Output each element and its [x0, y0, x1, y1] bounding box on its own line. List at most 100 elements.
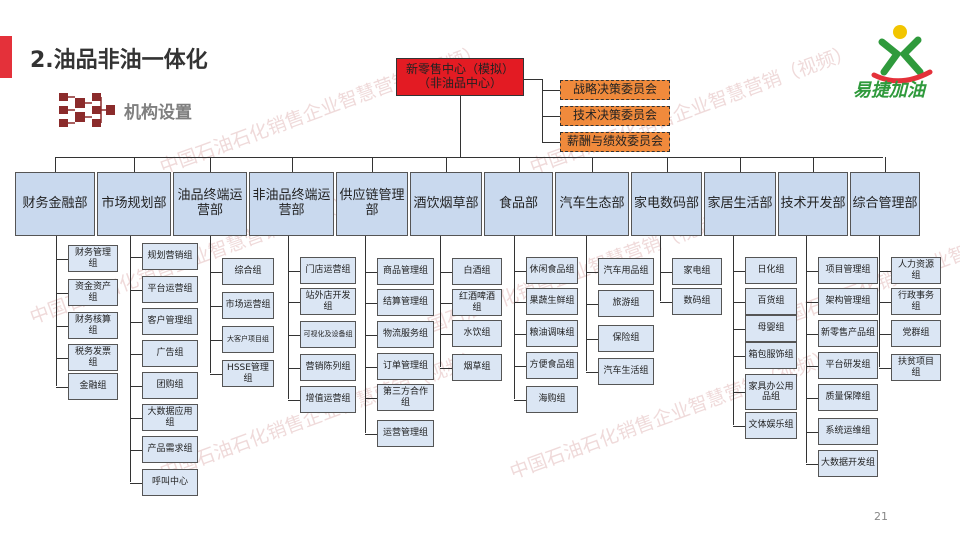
group-connector-line — [733, 271, 745, 272]
group-box: 箱包服饰组 — [745, 342, 797, 369]
title-accent-bar — [0, 36, 12, 78]
group-box: 广告组 — [142, 340, 198, 367]
department-drop-line — [446, 157, 447, 172]
group-trunk-line — [365, 236, 366, 433]
group-connector-line — [879, 368, 891, 369]
department-box: 综合管理部 — [850, 172, 920, 236]
group-box: 新零售产品组 — [818, 320, 878, 347]
group-connector-line — [514, 366, 526, 367]
group-connector-line — [806, 398, 818, 399]
slide-title: 2.油品非油一体化 — [30, 48, 208, 73]
org-structure-icon — [59, 93, 115, 127]
department-drop-line — [592, 157, 593, 172]
group-box: 平台运营组 — [142, 276, 198, 303]
group-connector-line — [365, 367, 377, 368]
group-connector-line — [56, 259, 68, 260]
group-connector-line — [365, 335, 377, 336]
group-box: 综合组 — [222, 258, 274, 285]
group-box: 财务管理组 — [68, 245, 118, 272]
group-connector-line — [365, 303, 377, 304]
group-connector-line — [210, 272, 222, 273]
group-box: 人力资源组 — [891, 257, 941, 284]
group-box: 休闲食品组 — [526, 257, 578, 284]
logo-text: 易捷加油 — [853, 80, 925, 101]
department-drop-line — [292, 157, 293, 172]
group-box: 平台研发组 — [818, 352, 878, 379]
group-box: 增值运营组 — [300, 386, 356, 413]
group-box: 客户管理组 — [142, 308, 198, 335]
group-connector-line — [440, 272, 452, 273]
group-connector-line — [514, 334, 526, 335]
group-connector-line — [440, 334, 452, 335]
group-box: 架构管理组 — [818, 288, 878, 315]
group-connector-line — [660, 272, 672, 273]
group-box: 家电组 — [672, 258, 722, 285]
group-connector-line — [806, 271, 818, 272]
department-box: 家电数码部 — [631, 172, 702, 236]
group-box: 税务发票组 — [68, 344, 118, 371]
group-connector-line — [514, 400, 526, 401]
group-box: 日化组 — [745, 257, 797, 284]
group-connector-line — [586, 372, 598, 373]
committee-trunk-line — [542, 79, 543, 143]
group-connector-line — [879, 334, 891, 335]
committee-box: 薪酬与绩效委员会 — [560, 132, 670, 152]
group-trunk-line — [733, 236, 734, 425]
group-box: 家具办公用品组 — [745, 374, 797, 410]
group-box: 大数据应用组 — [142, 404, 198, 431]
section-subtitle: 机构设置 — [124, 103, 192, 123]
group-box: 站外店开发组 — [300, 288, 356, 315]
group-trunk-line — [879, 236, 880, 367]
group-connector-line — [733, 392, 745, 393]
group-box: 汽车用品组 — [598, 258, 654, 285]
group-connector-line — [288, 368, 300, 369]
group-box: HSSE管理组 — [222, 360, 274, 387]
group-box: 方便食品组 — [526, 352, 578, 379]
group-trunk-line — [130, 236, 131, 482]
root-node-line1: 新零售中心（模拟） — [405, 62, 514, 77]
group-box: 水饮组 — [452, 320, 502, 347]
department-box: 家居生活部 — [704, 172, 776, 236]
group-box: 财务核算组 — [68, 312, 118, 339]
group-connector-line — [56, 326, 68, 327]
group-trunk-line — [288, 236, 289, 399]
committee-connector — [542, 116, 560, 117]
department-box: 汽车生态部 — [555, 172, 629, 236]
group-connector-line — [130, 257, 142, 258]
group-box: 旅游组 — [598, 290, 654, 317]
department-drop-line — [210, 157, 211, 172]
group-box: 扶贫项目组 — [891, 354, 941, 381]
root-trunk-line — [460, 96, 461, 158]
group-trunk-line — [806, 236, 807, 463]
group-box: 门店运营组 — [300, 257, 356, 284]
department-drop-line — [55, 157, 56, 172]
group-box: 母婴组 — [745, 315, 797, 342]
group-box: 项目管理组 — [818, 257, 878, 284]
group-connector-line — [733, 302, 745, 303]
group-connector-line — [365, 434, 377, 435]
group-connector-line — [586, 272, 598, 273]
group-connector-line — [130, 290, 142, 291]
group-connector-line — [514, 302, 526, 303]
group-box: 运营管理组 — [377, 420, 434, 447]
group-box: 行政事务组 — [891, 288, 941, 315]
department-drop-line — [813, 157, 814, 172]
root-node-line2: （非油品中心） — [417, 76, 502, 90]
department-box: 非油品终端运营部 — [249, 172, 334, 236]
group-box: 保险组 — [598, 325, 654, 352]
group-box: 可视化及设备组 — [300, 321, 356, 348]
department-drop-line — [885, 157, 886, 172]
page-number: 21 — [874, 510, 888, 523]
group-box: 结算管理组 — [377, 289, 434, 316]
department-drop-line — [134, 157, 135, 172]
group-box: 果蔬生鲜组 — [526, 288, 578, 315]
group-connector-line — [733, 426, 745, 427]
group-connector-line — [288, 302, 300, 303]
group-box: 订单管理组 — [377, 353, 434, 380]
department-drop-line — [519, 157, 520, 172]
group-box: 营销陈列组 — [300, 354, 356, 381]
group-connector-line — [210, 340, 222, 341]
group-connector-line — [879, 302, 891, 303]
group-connector-line — [440, 368, 452, 369]
group-box: 白酒组 — [452, 258, 502, 285]
